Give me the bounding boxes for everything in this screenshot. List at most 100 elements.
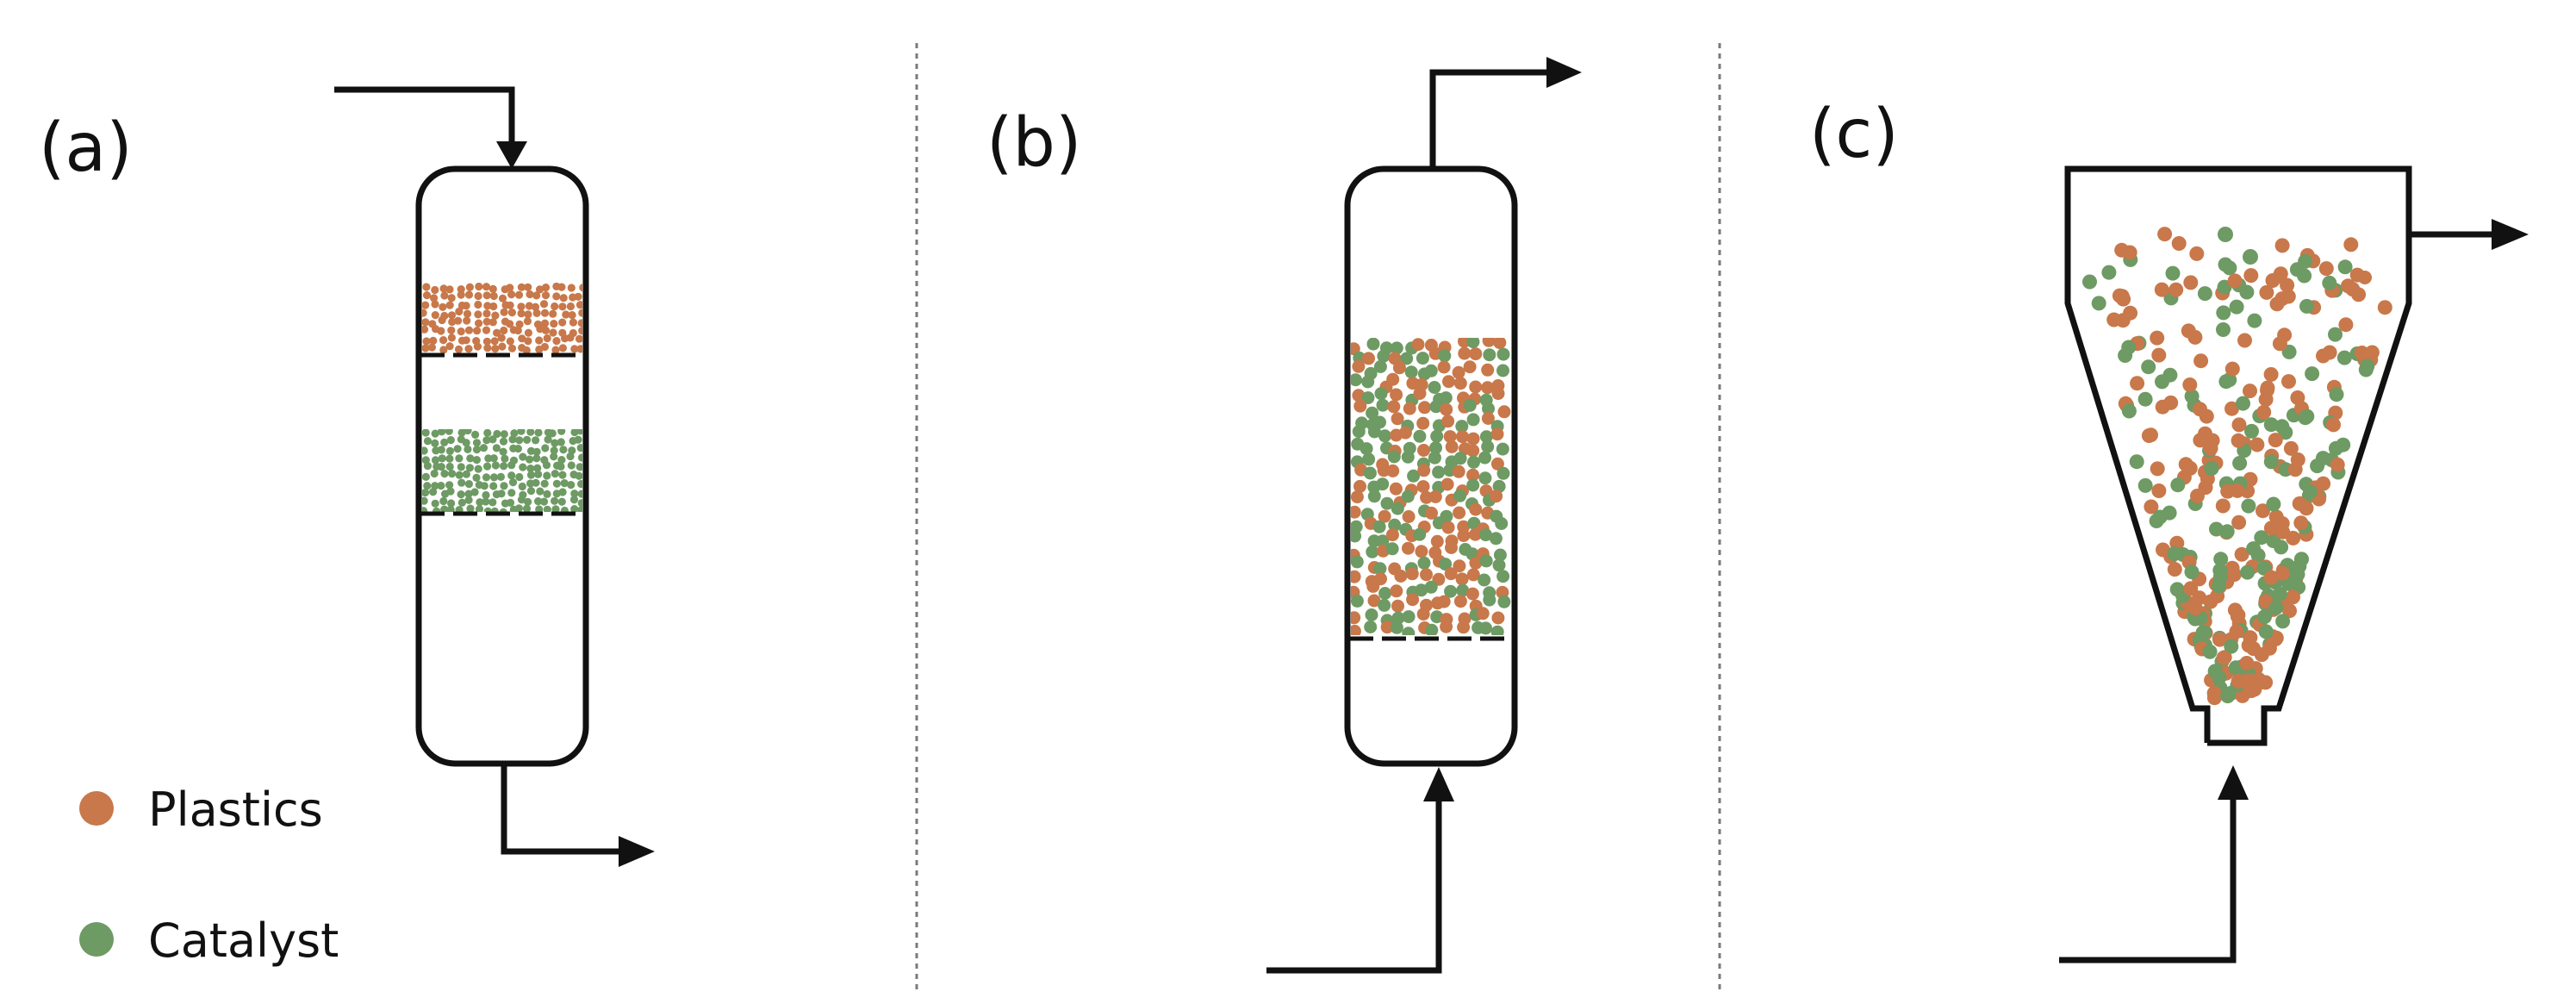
- plastic-particle: [1386, 464, 1400, 477]
- plastic-particle: [1385, 528, 1399, 542]
- catalyst-particle: [552, 479, 562, 488]
- catalyst-particle: [1378, 598, 1391, 612]
- plastic-particle: [1457, 620, 1471, 634]
- panel-c-inlet-arrowhead: [2218, 765, 2249, 800]
- plastic-particle: [500, 326, 508, 335]
- catalyst-particle: [445, 481, 454, 490]
- plastic-particle: [2215, 498, 2231, 514]
- plastic-particle: [1442, 375, 1455, 389]
- catalyst-particle: [465, 464, 475, 472]
- catalyst-particle: [2322, 275, 2337, 290]
- catalyst-particle: [576, 444, 582, 452]
- plastic-particle: [2193, 353, 2209, 369]
- catalyst-particle: [2240, 564, 2256, 580]
- catalyst-particle: [500, 482, 508, 490]
- plastic-particle: [2243, 680, 2258, 695]
- plastic-particle: [549, 309, 557, 318]
- catalyst-particle: [2329, 387, 2344, 402]
- plastic-particle: [2283, 440, 2299, 456]
- plastic-particle: [2322, 345, 2337, 360]
- plastic-particle: [431, 300, 439, 309]
- catalyst-particle: [2290, 566, 2305, 582]
- catalyst-particle: [2129, 454, 2144, 470]
- catalyst-particle: [507, 489, 516, 497]
- catalyst-particle: [2209, 521, 2224, 537]
- plastic-particle: [1437, 595, 1451, 608]
- catalyst-particle: [1444, 584, 1458, 598]
- plastic-particle: [2234, 546, 2249, 562]
- catalyst-particle: [500, 462, 508, 471]
- plastic-particle: [2281, 374, 2296, 390]
- plastic-particle: [1469, 380, 1483, 394]
- catalyst-particle: [1495, 517, 1509, 530]
- catalyst-particle: [534, 429, 543, 437]
- plastic-particle: [1469, 556, 1483, 570]
- catalyst-particle: [2232, 456, 2248, 471]
- catalyst-particle: [464, 480, 474, 489]
- plastic-particle: [482, 283, 491, 291]
- catalyst-particle: [2218, 227, 2233, 242]
- catalyst-particle: [577, 480, 582, 489]
- plastic-particle: [447, 294, 456, 302]
- plastic-particle: [578, 327, 582, 335]
- catalyst-particle: [532, 478, 540, 487]
- catalyst-particle: [431, 499, 439, 508]
- plastic-particle: [1415, 545, 1428, 558]
- plastic-particle: [1398, 426, 1412, 440]
- catalyst-particle: [476, 498, 484, 507]
- plastic-particle: [574, 292, 582, 301]
- catalyst-particle: [1493, 548, 1507, 562]
- catalyst-particle: [507, 471, 516, 480]
- panel-c-conical-vessel: [2064, 165, 2412, 746]
- plastic-particle: [2277, 327, 2293, 343]
- catalyst-particle: [462, 470, 471, 478]
- plastic-particle: [1453, 559, 1466, 573]
- catalyst-particle: [1387, 450, 1401, 464]
- plastic-particle: [427, 343, 436, 352]
- catalyst-particle: [1361, 391, 1375, 405]
- plastic-particle: [482, 326, 491, 334]
- plastic-particle: [463, 309, 472, 318]
- catalyst-particle: [2336, 437, 2351, 452]
- plastic-particle: [2171, 236, 2187, 251]
- catalyst-particle: [557, 438, 565, 446]
- catalyst-particle: [557, 429, 566, 435]
- plastic-particle: [1441, 415, 1455, 428]
- catalyst-particle: [437, 463, 445, 471]
- plastic-particle: [1481, 412, 1495, 425]
- catalyst-particle: [2165, 265, 2181, 281]
- catalyst-particle: [2197, 286, 2212, 302]
- plastic-particle: [522, 346, 531, 353]
- panel-b-inlet-pipe: [1266, 797, 1442, 974]
- plastic-particle: [1420, 490, 1434, 504]
- plastic-particle: [2229, 624, 2244, 639]
- catalyst-particle: [524, 497, 532, 507]
- plastic-particle: [1466, 468, 1480, 482]
- catalyst-particle: [1439, 391, 1453, 405]
- catalyst-particle: [1361, 375, 1375, 389]
- catalyst-particle: [2328, 327, 2343, 342]
- plastic-particle: [454, 345, 464, 353]
- plastic-particle: [2167, 562, 2182, 577]
- plastic-particle: [1394, 570, 1408, 583]
- catalyst-particle: [2274, 419, 2290, 434]
- catalyst-particle: [1351, 529, 1362, 543]
- catalyst-particle: [1366, 338, 1380, 351]
- plastic-particle: [1416, 608, 1430, 621]
- catalyst-particle: [422, 429, 430, 437]
- catalyst-particle: [2254, 530, 2269, 546]
- catalyst-particle: [1466, 413, 1480, 427]
- plastic-particle: [1353, 479, 1366, 493]
- plastic-particle: [566, 334, 575, 342]
- catalyst-particle: [550, 446, 558, 455]
- catalyst-particle: [532, 454, 541, 463]
- plastic-particle: [2216, 650, 2231, 665]
- plastic-particle: [462, 302, 470, 310]
- plastic-particle: [1476, 607, 1490, 620]
- plastic-particle: [1413, 387, 1427, 400]
- catalyst-particle: [497, 490, 506, 498]
- plastic-particle: [1430, 534, 1444, 548]
- panel-a-inlet-pipe: [334, 86, 515, 145]
- plastic-particle: [551, 302, 559, 311]
